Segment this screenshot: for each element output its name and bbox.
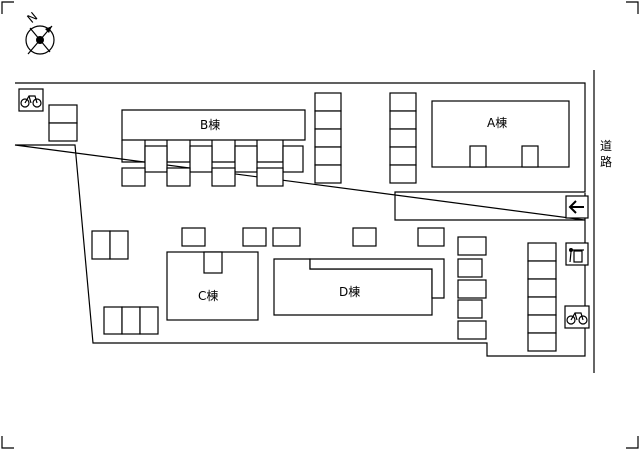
building-a-label: A棟	[487, 115, 507, 130]
road-label-1: 道	[600, 139, 612, 153]
parking-stalls	[181, 227, 445, 247]
arrow-left-icon	[565, 195, 589, 219]
site-boundary	[14, 82, 586, 357]
building-d-label: D棟	[339, 284, 360, 299]
building-b-label: B棟	[200, 117, 220, 132]
parking-column-4	[527, 242, 557, 352]
compass-icon: N	[24, 9, 55, 55]
parking-stalls	[103, 306, 159, 335]
parking-column-3	[457, 236, 487, 340]
bicycle-icon	[18, 88, 44, 112]
parking-stalls	[48, 104, 78, 142]
building-b: B棟	[121, 109, 306, 187]
road-label-2: 路	[600, 154, 612, 169]
parking-stalls	[91, 230, 129, 260]
bicycle-icon	[564, 305, 590, 329]
compass-north-label: N	[24, 9, 40, 25]
building-c: C棟	[166, 251, 259, 321]
parking-column-1	[314, 92, 342, 184]
building-d: D棟	[273, 258, 445, 316]
building-c-label: C棟	[198, 288, 218, 303]
parking-column-2	[389, 92, 417, 184]
building-a: A棟	[431, 100, 570, 168]
trash-icon	[565, 242, 589, 266]
